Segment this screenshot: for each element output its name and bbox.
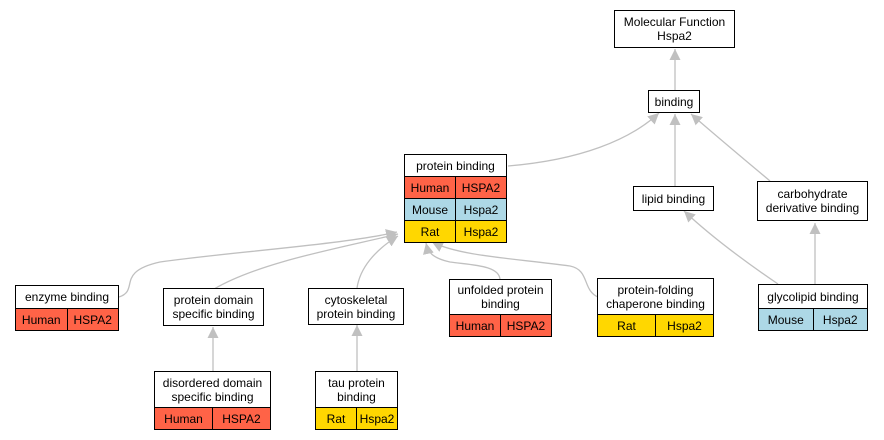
species-row-mouse: Mouse Hspa2: [405, 198, 506, 220]
node-lipid-binding[interactable]: lipid binding: [633, 186, 714, 211]
edge-chaperone-to-protein-binding: [431, 241, 599, 298]
edge-protein-binding-to-binding: [507, 112, 660, 167]
node-label-line: Hspa2: [657, 29, 692, 43]
node-carbohydrate-derivative-binding[interactable]: carbohydrate derivative binding: [757, 181, 868, 221]
node-label-line: unfolded protein: [457, 283, 544, 297]
node-unfolded-protein-binding[interactable]: unfolded protein binding Human HSPA2: [449, 279, 552, 337]
node-label-line: protein binding: [316, 306, 396, 321]
species-name: Rat: [617, 318, 636, 333]
node-label-line: specific binding: [172, 307, 255, 321]
species-name: Human: [21, 312, 61, 327]
node-label-line: tau protein: [328, 375, 385, 390]
node-protein-folding-chaperone-binding[interactable]: protein-folding chaperone binding Rat Hs…: [597, 278, 714, 337]
edge-cyto-to-protein-binding: [356, 235, 399, 289]
node-label-line: glycolipid binding: [767, 289, 859, 304]
species-name: Mouse: [767, 312, 804, 327]
species-row-rat: Rat Hspa2: [405, 220, 506, 242]
species-name: Rat: [326, 411, 346, 426]
node-label-line: carbohydrate: [777, 187, 848, 201]
node-label-line: binding: [654, 94, 694, 109]
node-binding[interactable]: binding: [648, 90, 700, 113]
node-protein-domain-specific-binding[interactable]: protein domain specific binding: [163, 288, 264, 326]
node-label-line: chaperone binding: [606, 296, 705, 311]
node-label-line: protein domain: [173, 293, 254, 307]
gene-name: Hspa2: [812, 309, 868, 330]
node-label-line: protein binding: [416, 158, 495, 173]
node-label-line: disordered domain: [162, 375, 263, 390]
node-label-line: Molecular Function: [623, 15, 726, 29]
node-label-line: protein-folding: [617, 282, 694, 297]
node-label-line: derivative binding: [765, 201, 860, 215]
edge-enzyme-to-protein-binding: [118, 229, 398, 298]
species-row-human: Human HSPA2: [405, 176, 506, 198]
node-label-line: binding: [481, 297, 520, 311]
species-row-human: Human HSPA2: [155, 407, 270, 429]
gene-name: HSPA2: [500, 315, 551, 336]
species-row-rat: Rat Hspa2: [598, 314, 713, 336]
edge-glycolipid-to-lipid: [683, 210, 779, 285]
species-row-human: Human HSPA2: [16, 308, 118, 330]
edge-domain-to-protein-binding: [213, 231, 399, 290]
node-glycolipid-binding[interactable]: glycolipid binding Mouse Hspa2: [758, 284, 868, 331]
node-enzyme-binding[interactable]: enzyme binding Human HSPA2: [15, 285, 119, 331]
node-label-line: lipid binding: [641, 191, 706, 206]
species-name: Rat: [420, 224, 440, 239]
node-tau-protein-binding[interactable]: tau protein binding Rat Hspa2: [315, 371, 398, 430]
edge-carb-binding-to-binding: [690, 113, 771, 182]
species-name: Human: [410, 180, 450, 195]
edge-unfolded-to-protein-binding: [423, 242, 501, 281]
node-label-line: enzyme binding: [24, 290, 110, 304]
node-label-line: binding: [337, 389, 376, 404]
species-name: Mouse: [411, 202, 449, 217]
gene-name: HSPA2: [212, 408, 270, 429]
node-molecular-function[interactable]: Molecular Function Hspa2: [614, 10, 735, 48]
gene-name: HSPA2: [455, 177, 506, 198]
gene-name: Hspa2: [455, 199, 506, 220]
node-disordered-domain-specific-binding[interactable]: disordered domain specific binding Human…: [154, 371, 271, 430]
gene-name: Hspa2: [455, 221, 506, 242]
species-row-mouse: Mouse Hspa2: [759, 308, 867, 330]
gene-name: Hspa2: [356, 408, 397, 429]
node-cytoskeletal-protein-binding[interactable]: cytoskeletal protein binding: [308, 288, 404, 325]
species-name: Human: [455, 318, 495, 333]
species-row-rat: Rat Hspa2: [316, 407, 397, 429]
node-protein-binding[interactable]: protein binding Human HSPA2 Mouse Hspa2 …: [404, 154, 507, 243]
gene-name: HSPA2: [66, 309, 119, 330]
node-label-line: specific binding: [171, 389, 254, 404]
node-label-line: cytoskeletal: [324, 292, 388, 307]
gene-name: Hspa2: [655, 315, 713, 336]
species-name: Human: [164, 411, 203, 426]
species-row-human: Human HSPA2: [450, 314, 551, 336]
